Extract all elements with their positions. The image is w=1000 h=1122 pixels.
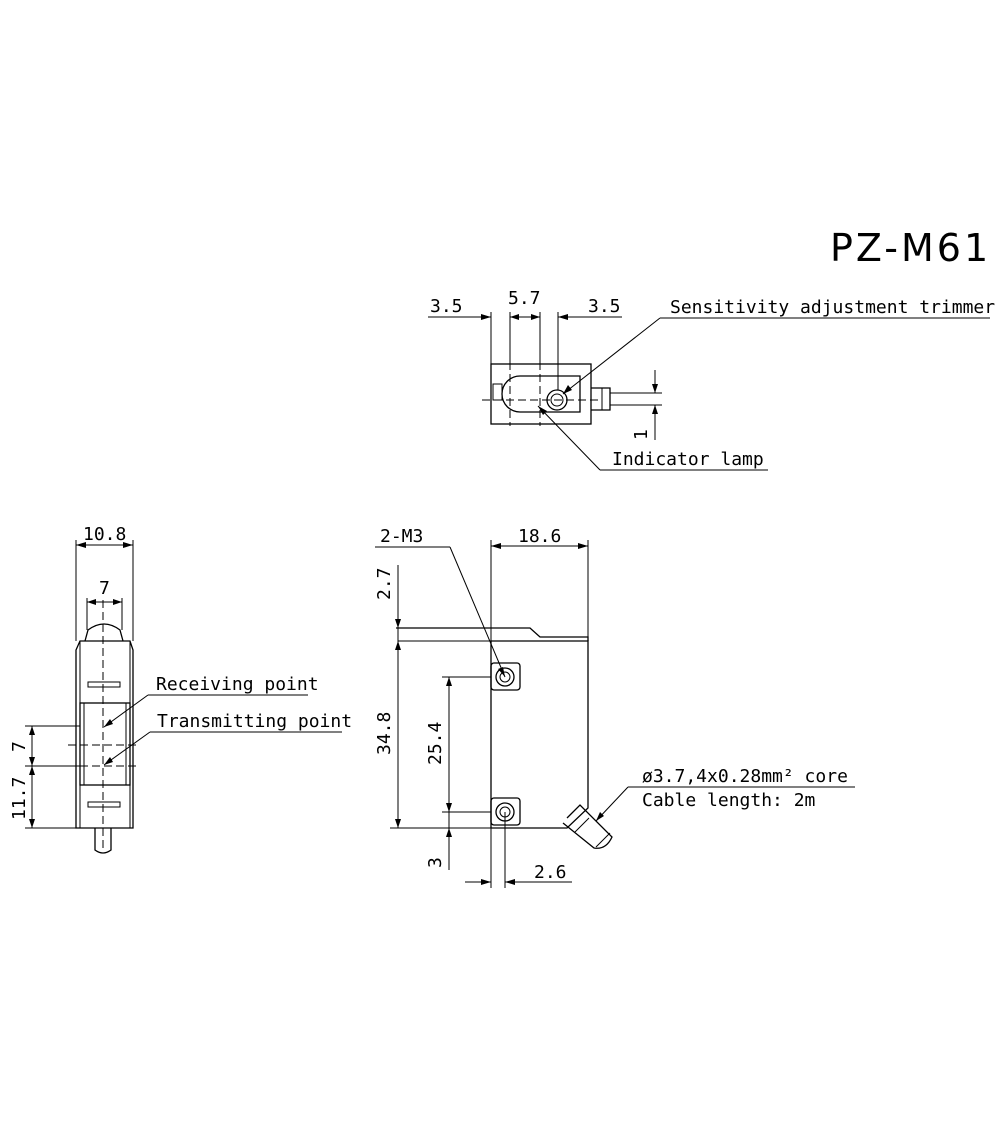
front-top-lens — [84, 623, 124, 642]
label-transmitting-point: Transmitting point — [157, 711, 352, 732]
side-top-lip — [396, 627, 589, 641]
front-body — [75, 640, 134, 829]
top-cable-stub — [591, 387, 611, 411]
dim-front-offset-b: 11.7 — [9, 777, 30, 820]
front-view: 10.8 7 7 11.7 Receiving point Transmitti… — [9, 524, 352, 854]
dim-top-vertical: 1 — [631, 429, 652, 440]
dim-side-top: 2.7 — [374, 567, 395, 600]
top-view-tab — [492, 383, 503, 401]
dim-side-width: 18.6 — [518, 526, 561, 547]
dim-side-bottom: 3 — [425, 857, 446, 868]
dim-front-width: 10.8 — [83, 524, 126, 545]
top-view-body — [490, 363, 592, 425]
dim-front-offset-a: 7 — [9, 741, 30, 752]
label-trimmer: Sensitivity adjustment trimmer — [670, 297, 995, 318]
cable-length: Cable length: 2m — [642, 790, 815, 811]
dim-top-right: 3.5 — [588, 296, 621, 317]
dim-front-inner: 7 — [99, 578, 110, 599]
label-receiving-point: Receiving point — [156, 674, 319, 695]
label-screw: 2-M3 — [380, 526, 423, 547]
trimmer-inner — [550, 393, 564, 407]
side-view: 2-M3 18.6 2.7 34.8 25.4 3 — [374, 526, 855, 888]
front-slot-bottom — [87, 801, 121, 808]
front-slot-top — [87, 681, 121, 688]
dim-top-center: 5.7 — [508, 288, 541, 309]
front-cable — [94, 828, 112, 854]
cable-spec: ø3.7,4x0.28mm² core — [642, 766, 848, 787]
top-view: 3.5 5.7 3.5 1 Sensitivity adjustment tri… — [428, 288, 995, 471]
dim-side-pitch: 25.4 — [425, 722, 446, 765]
dim-top-left: 3.5 — [430, 296, 463, 317]
model-title: PZ-M61 — [830, 226, 991, 270]
side-cable — [562, 804, 613, 849]
side-body — [490, 640, 589, 829]
dim-side-hole-offset: 2.6 — [534, 862, 567, 883]
label-indicator-lamp: Indicator lamp — [612, 449, 764, 470]
indicator-window — [501, 375, 581, 413]
front-lens-window — [79, 702, 131, 786]
dim-side-height: 34.8 — [374, 712, 395, 755]
